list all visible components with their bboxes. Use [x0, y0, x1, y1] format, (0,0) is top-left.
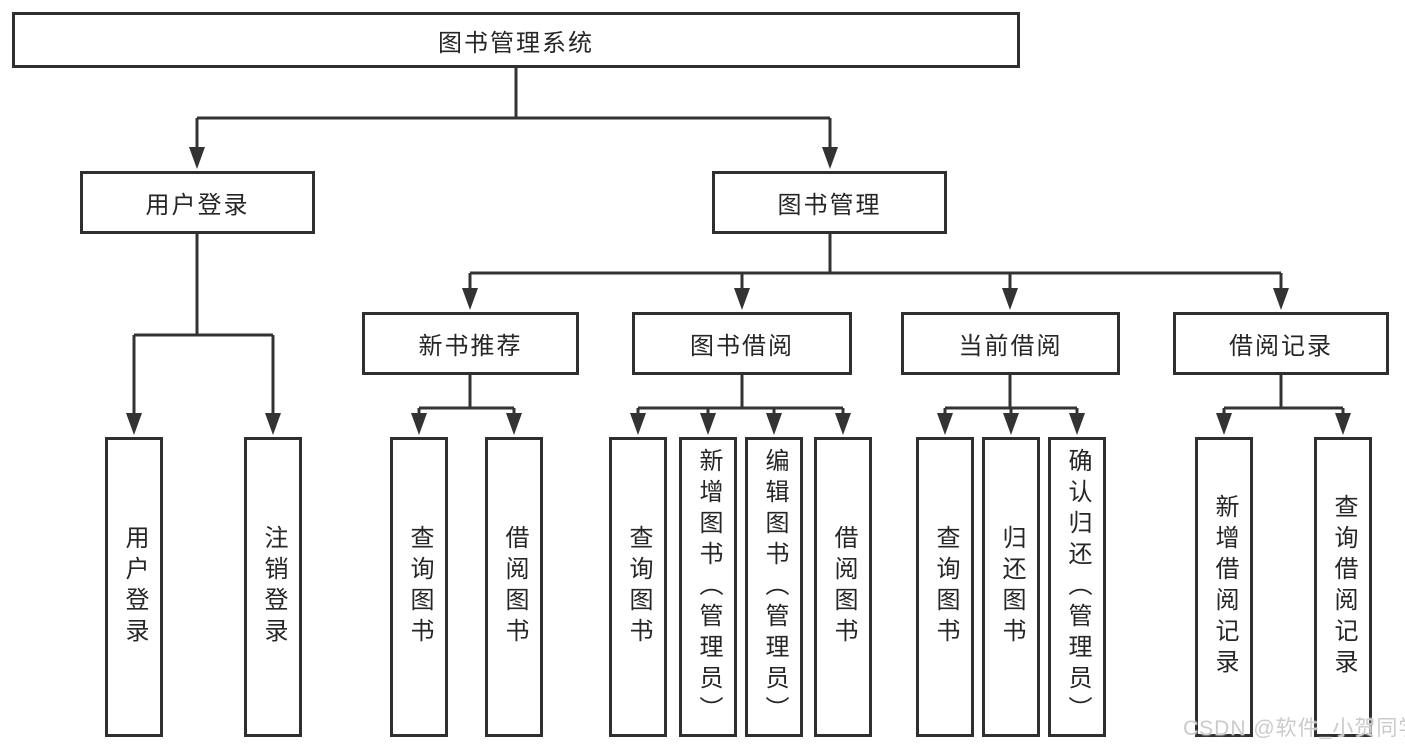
- arrowhead-icon: [1216, 413, 1232, 435]
- arrowhead-icon: [506, 413, 522, 435]
- leaf-confirm-return-admin: 确认归还（管理员）: [1048, 437, 1106, 737]
- arrowhead-icon: [265, 413, 281, 435]
- leaf-logout-label: 注销登录: [260, 525, 287, 649]
- leaf-add-borrow-record-label: 新增借阅记录: [1211, 494, 1238, 680]
- leaf-return-books-label: 归还图书: [998, 525, 1025, 649]
- leaf-return-books: 归还图书: [982, 437, 1040, 737]
- connector-line: [134, 234, 273, 337]
- connector-line: [1224, 375, 1343, 410]
- leaf-current-query-books: 查询图书: [916, 437, 974, 737]
- leaf-borrow-query-books: 查询图书: [609, 437, 667, 737]
- leaf-add-borrow-record: 新增借阅记录: [1195, 437, 1253, 737]
- leaf-borrow-books: 借阅图书: [814, 437, 872, 737]
- arrowhead-icon: [835, 413, 851, 435]
- connector-line: [638, 375, 843, 410]
- node-library-management-system: 图书管理系统: [12, 12, 1020, 68]
- node-user-login: 用户登录: [80, 171, 315, 234]
- leaf-edit-books-admin-label: 编辑图书（管理员）: [761, 447, 788, 727]
- arrowhead-icon: [1069, 413, 1085, 435]
- node-borrow-record: 借阅记录: [1173, 312, 1389, 375]
- arrowhead-icon: [630, 413, 646, 435]
- arrowhead-icon: [126, 413, 142, 435]
- leaf-query-borrow-record: 查询借阅记录: [1314, 437, 1372, 737]
- arrowhead-icon: [1003, 413, 1019, 435]
- leaf-recommend-query-books-label: 查询图书: [406, 525, 433, 649]
- leaf-borrow-books-label: 借阅图书: [830, 525, 857, 649]
- leaf-user-login-label: 用户登录: [121, 525, 148, 649]
- connector-line: [945, 375, 1077, 410]
- leaf-user-login: 用户登录: [105, 437, 163, 737]
- leaf-add-books-admin-label: 新增图书（管理员）: [695, 447, 722, 727]
- arrowhead-icon: [766, 413, 782, 435]
- node-book-borrow: 图书借阅: [632, 312, 852, 375]
- leaf-current-query-books-label: 查询图书: [932, 525, 959, 649]
- leaf-query-borrow-record-label: 查询借阅记录: [1330, 494, 1357, 680]
- connector-line: [197, 68, 830, 120]
- arrowhead-icon: [700, 413, 716, 435]
- arrowhead-icon: [822, 147, 838, 169]
- leaf-confirm-return-admin-label: 确认归还（管理员）: [1064, 447, 1091, 727]
- leaf-recommend-borrow-books-label: 借阅图书: [501, 525, 528, 649]
- csdn-watermark: CSDN @软件_小贺同学: [1183, 717, 1405, 740]
- leaf-recommend-query-books: 查询图书: [390, 437, 448, 737]
- arrowhead-icon: [1335, 413, 1351, 435]
- leaf-logout: 注销登录: [244, 437, 302, 737]
- node-current-borrow: 当前借阅: [901, 312, 1120, 375]
- leaf-recommend-borrow-books: 借阅图书: [485, 437, 543, 737]
- leaf-borrow-query-books-label: 查询图书: [625, 525, 652, 649]
- node-book-management: 图书管理: [712, 171, 947, 234]
- arrowhead-icon: [411, 413, 427, 435]
- arrowhead-icon: [1002, 288, 1018, 310]
- arrowhead-icon: [734, 288, 750, 310]
- leaf-edit-books-admin: 编辑图书（管理员）: [745, 437, 803, 737]
- arrowhead-icon: [189, 147, 205, 169]
- leaf-add-books-admin: 新增图书（管理员）: [679, 437, 737, 737]
- arrowhead-icon: [1273, 288, 1289, 310]
- arrowhead-icon: [462, 288, 478, 310]
- node-new-book-recommend: 新书推荐: [362, 312, 579, 375]
- connector-line: [419, 375, 514, 410]
- connector-line: [470, 234, 1281, 275]
- arrowhead-icon: [937, 413, 953, 435]
